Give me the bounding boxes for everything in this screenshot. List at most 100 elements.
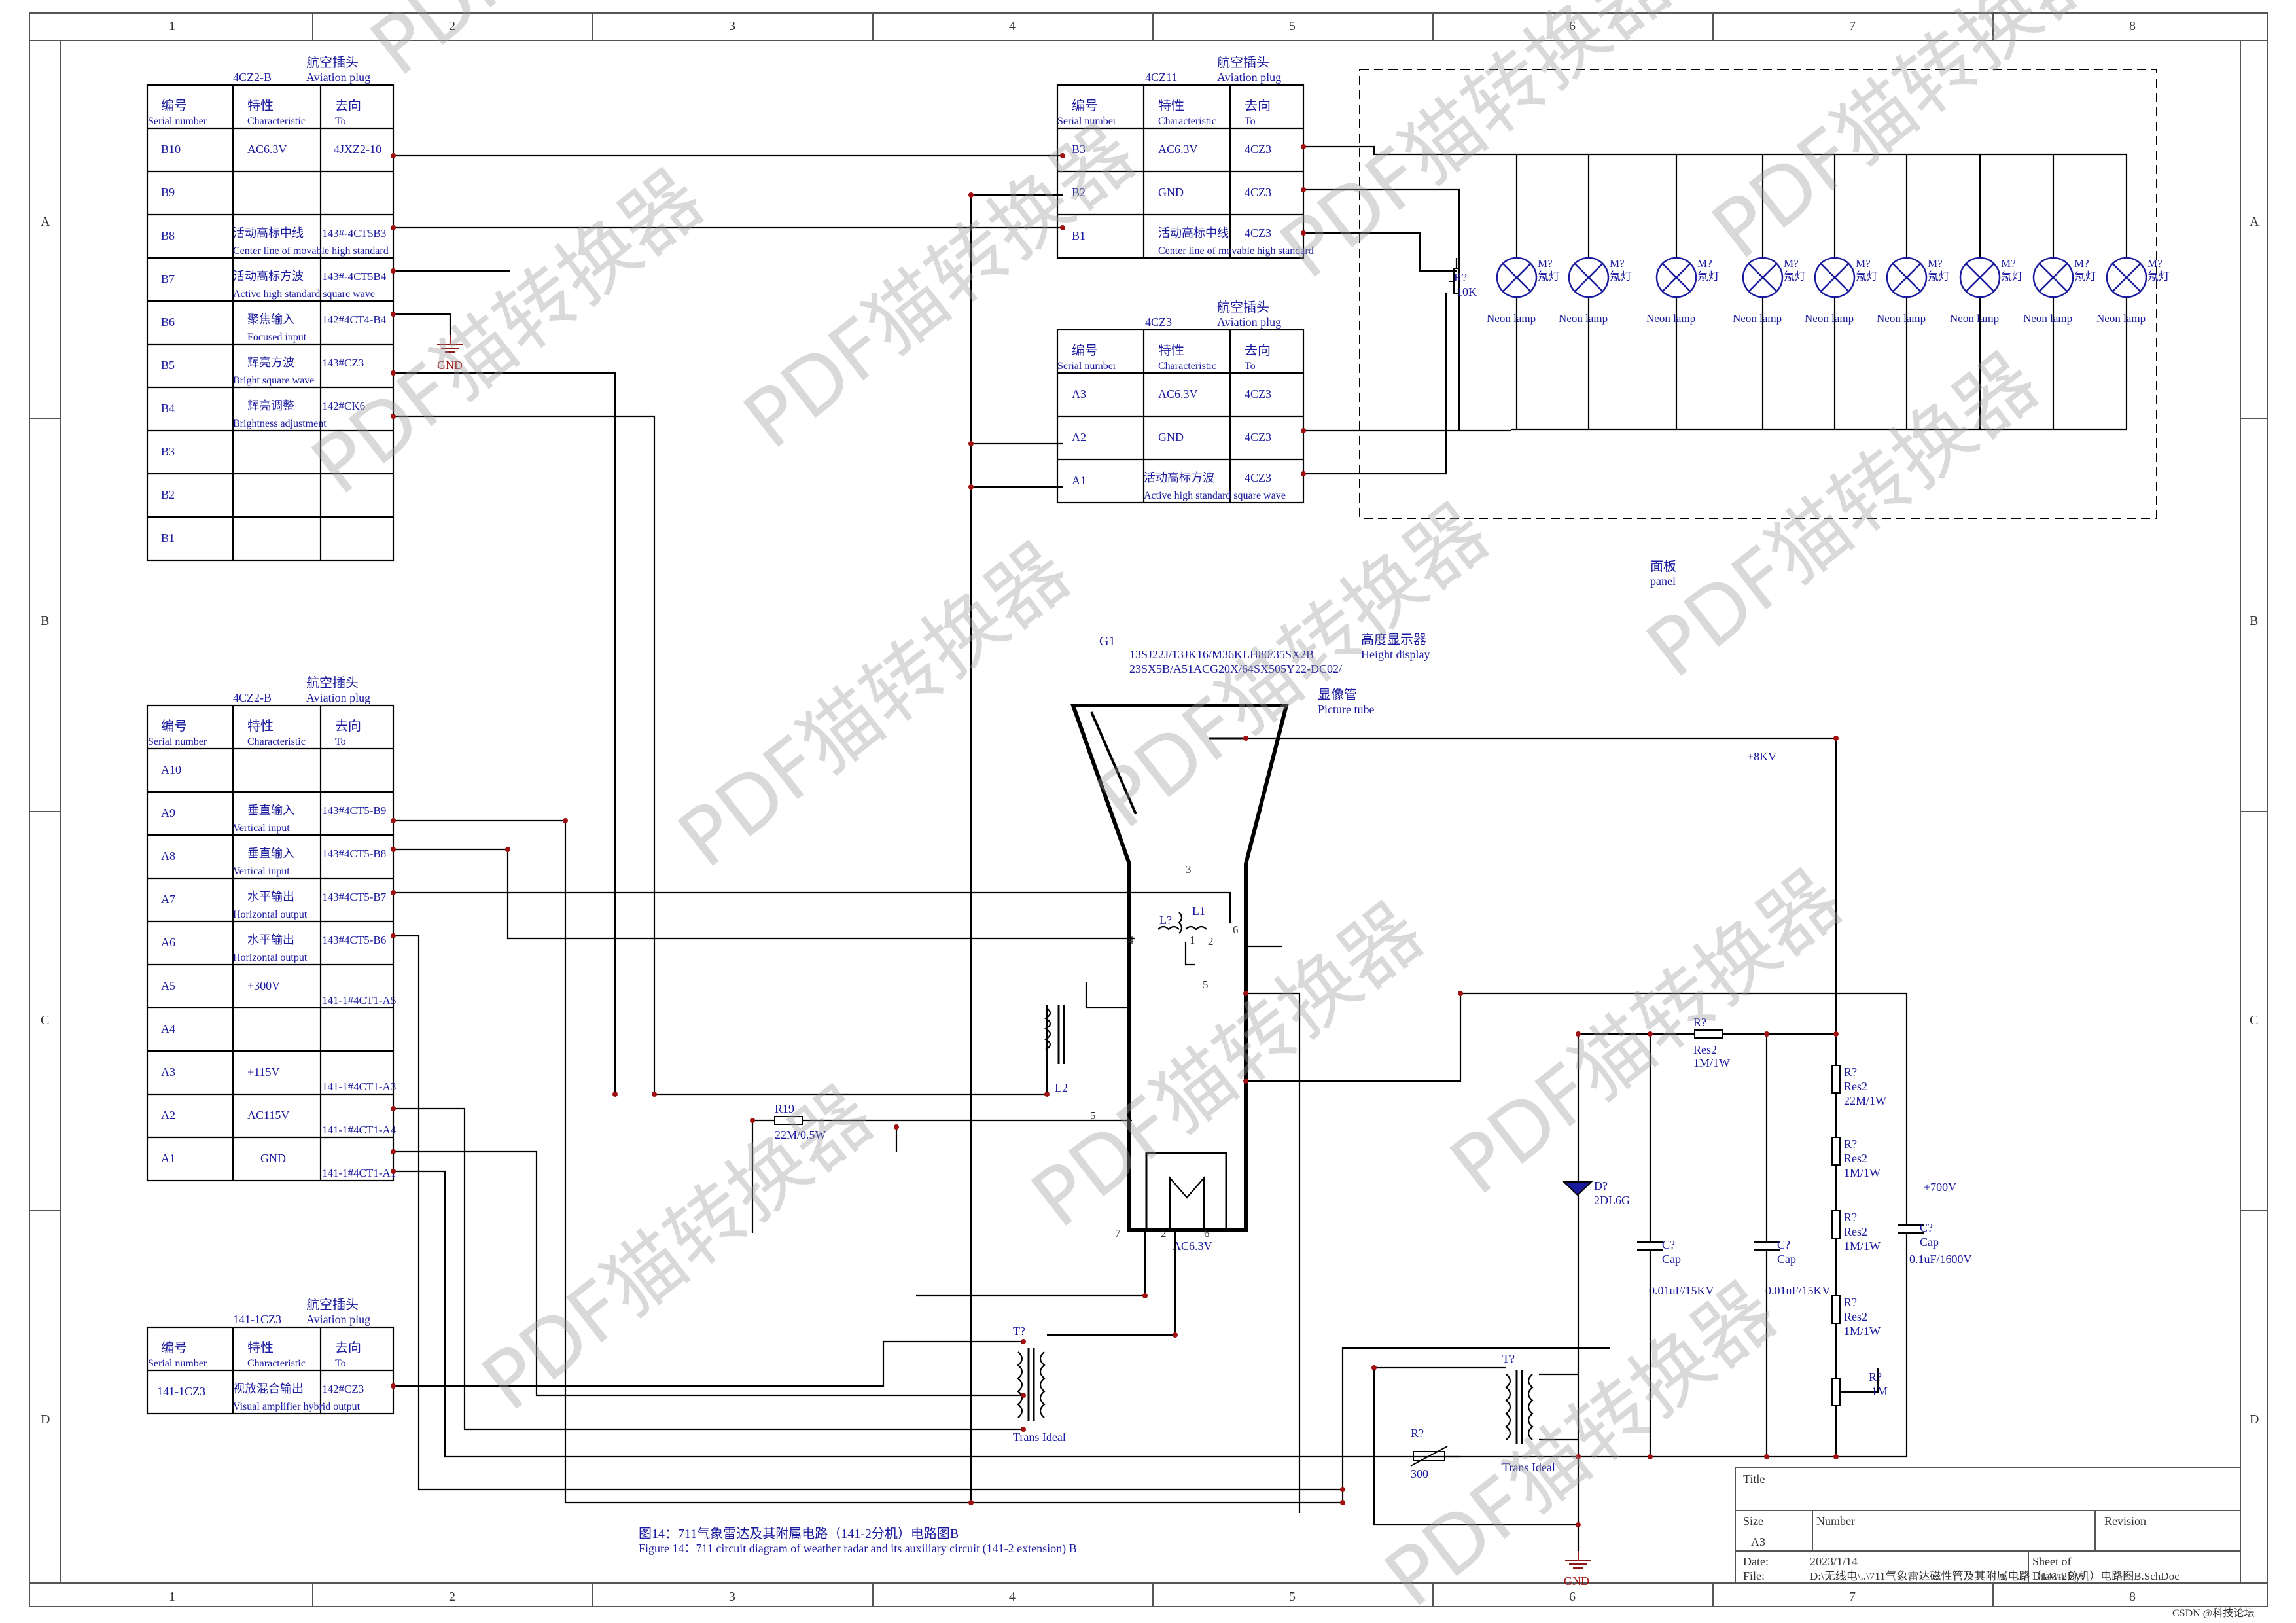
gnd-label: GND: [1564, 1575, 1589, 1588]
res-value: 1M/1W: [1844, 1240, 1881, 1253]
cap-value: 0.1uF/1600V: [1909, 1253, 1972, 1266]
header-en: To: [1245, 116, 1256, 127]
row-label: C: [2250, 1013, 2258, 1027]
cap-ref: C?: [1920, 1221, 1933, 1234]
pin-number: A3: [161, 1065, 175, 1079]
row-label: C: [41, 1013, 49, 1027]
pin-characteristic: 视放混合输出: [233, 1382, 304, 1395]
col-label: 2: [449, 19, 455, 33]
file-label: File:: [1743, 1569, 1765, 1582]
pin-characteristic: 辉亮方波: [247, 356, 294, 369]
capacitor-c2: C? Cap 0.01uF/15KV: [1754, 1238, 1831, 1297]
net-hv: +8KV: [1747, 750, 1776, 763]
header-cn: 编号: [1072, 98, 1098, 113]
pin-label: 2: [1161, 1227, 1167, 1240]
pin-number: B1: [161, 531, 175, 544]
pot-ref: R?: [1454, 271, 1467, 284]
l2-label: L2: [1055, 1081, 1068, 1094]
pin-destination: 142#4CT4-B4: [322, 313, 387, 326]
connector-table-b: 4CZ2-B 航空插头 Aviation plug 编号 Serial numb…: [146, 55, 395, 562]
pin-destination: 142#CZ3: [322, 1383, 364, 1395]
connector-title-en: Aviation plug: [306, 1313, 370, 1326]
row-label: D: [41, 1412, 50, 1427]
pin-number: B10: [161, 143, 181, 156]
header-cn: 编号: [1072, 343, 1098, 358]
pot-value: 10K: [1457, 285, 1477, 298]
pin-number: A10: [161, 763, 181, 776]
pin-number: A2: [161, 1109, 175, 1122]
diode: D? 2DL6G: [1562, 1179, 1630, 1207]
tube-models: 13SJ22J/13JK16/M36KLH80/35SX2B: [1129, 648, 1314, 661]
pin-characteristic-en: Visual amplifier hybrid output: [233, 1401, 361, 1412]
connector-ref: 141-1CZ3: [233, 1313, 281, 1326]
diode-ref: D?: [1594, 1179, 1608, 1192]
res-value: 1M/1W: [1844, 1325, 1881, 1338]
watermark-text: PDF猫转换器: [1264, 0, 1688, 296]
lamp-type-en: Neon lamp: [1646, 312, 1695, 325]
pin-label: 5: [1090, 1109, 1096, 1122]
col-label: 4: [1009, 19, 1016, 33]
resistor-r19: R19 22M/0.5W: [774, 1102, 826, 1141]
date-label: Date:: [1743, 1555, 1769, 1568]
header-en: Serial number: [1057, 361, 1117, 372]
header-cn: 去向: [335, 98, 361, 113]
yoke-l1: L1: [1192, 904, 1205, 918]
pin-destination: 4CZ3: [1245, 431, 1271, 444]
lamp-ref: M?: [2074, 257, 2089, 270]
header-en: To: [335, 736, 346, 747]
lamp-type-cn: 氖灯: [1928, 270, 1950, 283]
title-label: Title: [1743, 1472, 1765, 1486]
pin-characteristic: GND: [1158, 186, 1184, 199]
col-label: 5: [1289, 19, 1296, 33]
pin-destination: 141-1#4CT1-A5: [322, 994, 396, 1007]
header-cn: 去向: [1245, 98, 1271, 113]
col-label: 8: [2129, 19, 2136, 33]
capacitor-c3: C? Cap 0.1uF/1600V: [1898, 1221, 1972, 1266]
col-label: 8: [2129, 1590, 2136, 1604]
watermark-text: PDF猫转换器: [296, 153, 720, 512]
connector-table-cz3b: 4CZ3 航空插头 Aviation plug 编号 Serial number…: [1056, 300, 1305, 504]
pin-characteristic-en: Center line of movable high standard: [1158, 245, 1314, 257]
pin-number: A8: [161, 849, 175, 863]
watermark-text: PDF猫转换器: [466, 1069, 890, 1429]
pin-number: B2: [161, 488, 175, 501]
gnd-label: GND: [437, 359, 463, 372]
figure-caption-en: Figure 14：711 circuit diagram of weather…: [639, 1542, 1077, 1556]
lamp-type-en: Neon lamp: [1733, 312, 1782, 325]
lamp-ref: M?: [1784, 257, 1799, 270]
cap-value: 0.01uF/15KV: [1649, 1284, 1714, 1297]
connector-title-en: Aviation plug: [1217, 71, 1281, 84]
connector-ref: 4CZ3: [1145, 315, 1172, 329]
res-ref: R?: [1844, 1065, 1857, 1079]
pin-number: B8: [161, 229, 175, 242]
heater-voltage: AC6.3V: [1173, 1240, 1212, 1253]
sheet-label: Sheet of: [2032, 1555, 2071, 1568]
wiring: [393, 154, 1908, 1551]
header-cn: 特性: [247, 719, 274, 734]
pin-destination: 143#-4CT5B3: [322, 227, 386, 240]
cap-kind: Cap: [1662, 1253, 1681, 1266]
pin-number: B1: [1072, 229, 1086, 242]
lamp-type-cn: 氖灯: [2147, 270, 2170, 283]
pin-number: B6: [161, 315, 175, 329]
pin-number: 141-1CZ3: [157, 1385, 205, 1398]
pin-number: B7: [161, 272, 175, 285]
res-ref: R?: [1693, 1016, 1706, 1029]
col-label: 1: [169, 1590, 175, 1604]
pin-label: 3: [1186, 863, 1192, 876]
res-ref: R?: [1844, 1211, 1857, 1224]
res-kind: Res2: [1844, 1310, 1867, 1323]
figure-caption-cn: 图14：711气象雷达及其附属电路（141-2分机）电路图B: [639, 1526, 959, 1541]
header-cn: 去向: [335, 1340, 361, 1355]
lamp-ref: M?: [1856, 257, 1871, 270]
r19-ref: R19: [775, 1102, 794, 1115]
lamp-type-cn: 氖灯: [2074, 270, 2096, 283]
row-label: A: [2250, 215, 2259, 229]
header-en: To: [335, 116, 346, 127]
connector-title-cn: 航空插头: [1217, 300, 1269, 315]
